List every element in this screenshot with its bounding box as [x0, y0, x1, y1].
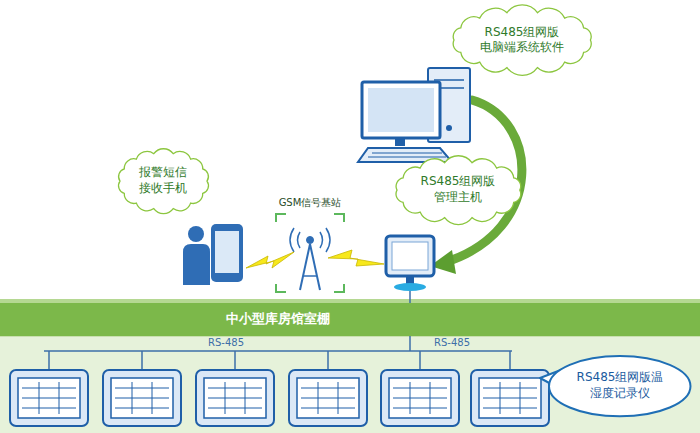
bus-label: RS-485 — [432, 337, 472, 349]
recorder-row — [10, 351, 549, 426]
node-text: RS485组网版 电脑端系统软件 — [478, 25, 566, 56]
node-text: 报警短信 接收手机 — [137, 165, 190, 196]
signal-bolt — [328, 250, 384, 266]
cloud-callout-shape — [396, 156, 521, 225]
station-label: GSM信号基站 — [277, 197, 344, 209]
node-text: 中小型库房馆室棚 — [226, 311, 330, 328]
signal-bolt — [246, 252, 294, 268]
region-ground — [0, 334, 700, 433]
cloud-callout-shape — [118, 149, 208, 214]
speech-bubble-shape — [549, 356, 690, 416]
recorder-device — [10, 351, 88, 426]
host-icon — [386, 236, 434, 291]
bracket-corners — [276, 214, 344, 292]
recorder-device — [196, 351, 274, 426]
node-text: RS485组网版温 湿度记录仪 — [574, 370, 665, 401]
rs485-bus — [44, 350, 512, 352]
computer-icon — [358, 68, 470, 162]
bus-label: RS-485 — [206, 337, 246, 349]
cloud-callout: RS485组网版 电脑端系统软件 — [444, 2, 600, 78]
recorder-device — [381, 351, 459, 426]
cloud-callout: RS485组网版 管理主机 — [387, 152, 530, 228]
cloud-callout-shape — [453, 5, 591, 75]
node-text: RS485组网版 管理主机 — [419, 174, 497, 205]
recorder-device — [471, 351, 549, 426]
cloud-callout: 报警短信 接收手机 — [110, 143, 217, 219]
phone-user-icon — [183, 224, 243, 285]
speech-bubble: RS485组网版温 湿度记录仪 — [546, 353, 693, 419]
area-band: 中小型库房馆室棚 — [0, 303, 700, 336]
recorder-device — [289, 351, 367, 426]
gsm-tower — [290, 228, 330, 290]
recorder-device — [103, 351, 181, 426]
